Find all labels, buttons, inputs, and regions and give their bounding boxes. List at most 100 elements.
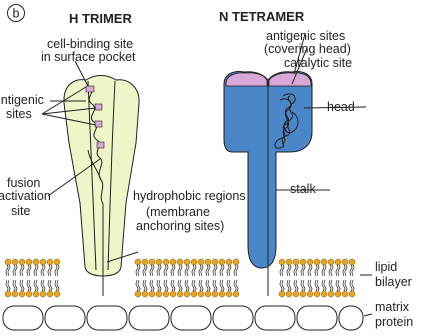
label-h-antigenic-2: sites: [6, 107, 32, 121]
lipid-head: [226, 259, 232, 265]
lipid-head: [219, 259, 225, 265]
lipid-head: [321, 291, 327, 297]
lipid-head: [156, 291, 162, 297]
lipid-tail: [227, 280, 231, 291]
lipid-head: [342, 259, 348, 265]
label-matrix-2: protein: [375, 315, 413, 329]
lipid-tail: [157, 280, 161, 291]
lipid-head: [212, 259, 218, 265]
lipid-tail: [199, 265, 203, 276]
lipid-head: [342, 291, 348, 297]
lipid-head: [191, 259, 197, 265]
lipid-head: [205, 259, 211, 265]
lipid-tail: [329, 280, 333, 291]
lipid-tail: [171, 280, 175, 291]
lipid-head: [47, 291, 53, 297]
lipid-head: [26, 259, 32, 265]
h-antigenic-patch-2: [95, 121, 102, 127]
lipid-tail: [164, 265, 168, 276]
label-fusion-1: fusion: [7, 176, 40, 190]
lipid-tail: [213, 280, 217, 291]
lipid-head: [335, 259, 341, 265]
lipid-head: [233, 259, 239, 265]
lipid-tail: [213, 265, 217, 276]
lipid-tail: [301, 265, 305, 276]
lipid-head: [170, 291, 176, 297]
lipid-tail: [6, 265, 10, 276]
lipid-tail: [185, 280, 189, 291]
lipid-head: [205, 291, 211, 297]
lipid-head: [149, 291, 155, 297]
lipid-head: [149, 259, 155, 265]
lipid-head: [26, 291, 32, 297]
lipid-head: [328, 291, 334, 297]
lipid-head: [5, 291, 11, 297]
lipid-tail: [322, 265, 326, 276]
lipid-tail: [55, 265, 59, 276]
lipid-head: [212, 291, 218, 297]
label-h-antigenic-1: intigenic: [0, 93, 44, 107]
lipid-head: [286, 291, 292, 297]
lipid-tail: [192, 280, 196, 291]
lipid-tail: [287, 265, 291, 276]
h-antigenic-patch-1: [95, 104, 102, 110]
lipid-head: [19, 259, 25, 265]
lipid-tail: [150, 265, 154, 276]
lipid-tail: [13, 280, 17, 291]
lipid-tail: [315, 280, 319, 291]
label-matrix-1: matrix: [375, 300, 410, 314]
h-trimer-title: H TRIMER: [69, 11, 132, 26]
lipid-head: [135, 291, 141, 297]
label-head: head: [327, 100, 355, 114]
lipid-head: [19, 291, 25, 297]
lipid-tail: [185, 265, 189, 276]
lipid-tail: [329, 265, 333, 276]
lipid-tail: [150, 280, 154, 291]
label-n-antigenic-2: (covering head): [264, 42, 351, 56]
lipid-tail: [294, 265, 298, 276]
lipid-head: [184, 259, 190, 265]
lipid-tail: [34, 265, 38, 276]
lipid-head: [307, 259, 313, 265]
lipid-head: [279, 259, 285, 265]
lipid-bilayer: [5, 259, 355, 297]
lipid-head: [40, 259, 46, 265]
h-trimer: [64, 76, 139, 297]
lipid-head: [142, 259, 148, 265]
lipid-tail: [308, 280, 312, 291]
lipid-tail: [301, 280, 305, 291]
n-tetramer-title: N TETRAMER: [219, 9, 305, 24]
lipid-tail: [294, 280, 298, 291]
panel-label-text: b: [13, 7, 20, 21]
lipid-head: [279, 291, 285, 297]
lipid-tail: [20, 265, 24, 276]
lipid-head: [233, 291, 239, 297]
lipid-tail: [227, 265, 231, 276]
lipid-tail: [287, 280, 291, 291]
lipid-head: [54, 291, 60, 297]
lipid-head: [5, 259, 11, 265]
label-fusion-3: site: [11, 204, 31, 218]
lipid-head: [300, 291, 306, 297]
lipid-tail: [206, 265, 210, 276]
lipid-head: [226, 291, 232, 297]
lipid-head: [177, 259, 183, 265]
lipid-head: [177, 291, 183, 297]
lipid-head: [349, 259, 355, 265]
lipid-tail: [136, 265, 140, 276]
lipid-tail: [136, 280, 140, 291]
lipid-tail: [234, 265, 238, 276]
label-cell-binding-1: cell-binding site: [47, 37, 133, 51]
lipid-head: [135, 259, 141, 265]
lipid-head: [219, 291, 225, 297]
lipid-tail: [48, 280, 52, 291]
lipid-tail: [41, 280, 45, 291]
label-hydrophobic-3: anchoring sites): [136, 219, 224, 233]
lipid-tail: [192, 265, 196, 276]
label-cell-binding-2: in surface pocket: [41, 50, 136, 64]
lipid-head: [191, 291, 197, 297]
lipid-head: [321, 259, 327, 265]
lipid-tail: [6, 280, 10, 291]
